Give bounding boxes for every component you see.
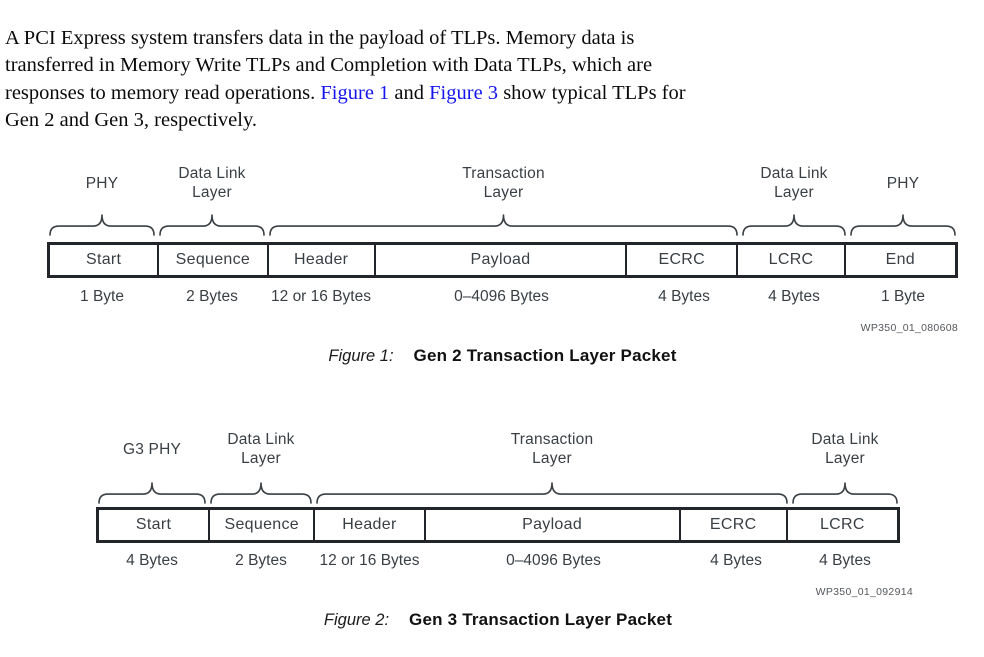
packet-segment-box: ECRC [681,510,788,540]
segment-size-label: 0–4096 Bytes [454,288,549,305]
figure-2-caption-label: Figure 2: [323,611,390,629]
segment-size-label: 4 Bytes [710,552,762,569]
segment-size-label: 4 Bytes [126,552,178,569]
brace-icon [210,482,312,504]
figure-1-caption-label: Figure 1: [328,347,394,365]
layer-group-label: G3 PHY [122,440,182,458]
packet-segment-box: Start [99,510,211,540]
segment-size-label: 0–4096 Bytes [506,552,601,569]
layer-group-label: PHY [886,174,920,192]
paragraph-text: Gen 2 and Gen 3, respectively. [5,109,257,131]
segment-size-label: 12 or 16 Bytes [319,552,420,569]
packet-segment-box: LCRC [738,245,846,275]
figure-3-link[interactable]: Figure 3 [429,81,499,104]
figure-1-braces-row [47,214,958,238]
figure-1-sizes-row: 1 Byte 2 Bytes 12 or 16 Bytes 0–4096 Bytes 4… [47,288,958,308]
packet-segment-box: Start [50,245,160,275]
paragraph-text: A PCI Express system transfers data in t… [5,26,635,49]
paragraph-text: and [389,81,430,104]
paragraph-text: show typical TLPs for [498,81,686,104]
layer-group-label: PHY [85,174,119,192]
paragraph-text: responses to memory read operations. [5,81,321,104]
segment-size-label: 1 Byte [80,288,124,305]
segment-size-label: 4 Bytes [819,552,871,569]
figure-2-braces-row [96,482,900,506]
figure-1-caption-title: Gen 2 Transaction Layer Packet [413,346,677,365]
figure-1-caption: Figure 1: Gen 2 Transaction Layer Packet [47,346,958,366]
brace-icon [49,214,155,236]
figure-2-caption: Figure 2: Gen 3 Transaction Layer Packet [96,610,900,630]
brace-icon [850,214,956,236]
segment-size-label: 12 or 16 Bytes [271,288,371,305]
figure-2-caption-title: Gen 3 Transaction Layer Packet [409,610,673,629]
figure-1-watermark: WP350_01_080608 [860,322,958,334]
packet-segment-box: ECRC [627,245,739,275]
figure-2-watermark: WP350_01_092914 [815,586,913,598]
packet-segment-box: End [885,251,915,268]
segment-size-label: 4 Bytes [768,288,820,305]
brace-icon [159,214,265,236]
intro-paragraph: A PCI Express system transfers data in t… [5,25,965,135]
brace-icon [316,482,788,504]
packet-segment-box: Header [315,510,426,540]
brace-icon [792,482,898,504]
segment-size-label: 1 Byte [881,288,925,305]
packet-segment-box: Header [269,245,376,275]
packet-segment-box: LCRC [819,516,865,533]
figure-1-link[interactable]: Figure 1 [320,81,390,104]
packet-segment-box: Payload [376,245,628,275]
figure-2-sizes-row: 4 Bytes 2 Bytes 12 or 16 Bytes 0–4096 Bytes… [96,552,900,572]
packet-segment-box: Sequence [159,245,269,275]
packet-segment-box: Sequence [210,510,316,540]
packet-segment-box: Payload [426,510,681,540]
brace-icon [742,214,846,236]
brace-icon [98,482,206,504]
segment-size-label: 2 Bytes [235,552,287,569]
segment-size-label: 2 Bytes [186,288,238,305]
segment-size-label: 4 Bytes [658,288,710,305]
brace-icon [269,214,738,236]
paragraph-text: transferred in Memory Write TLPs and Com… [5,54,653,76]
